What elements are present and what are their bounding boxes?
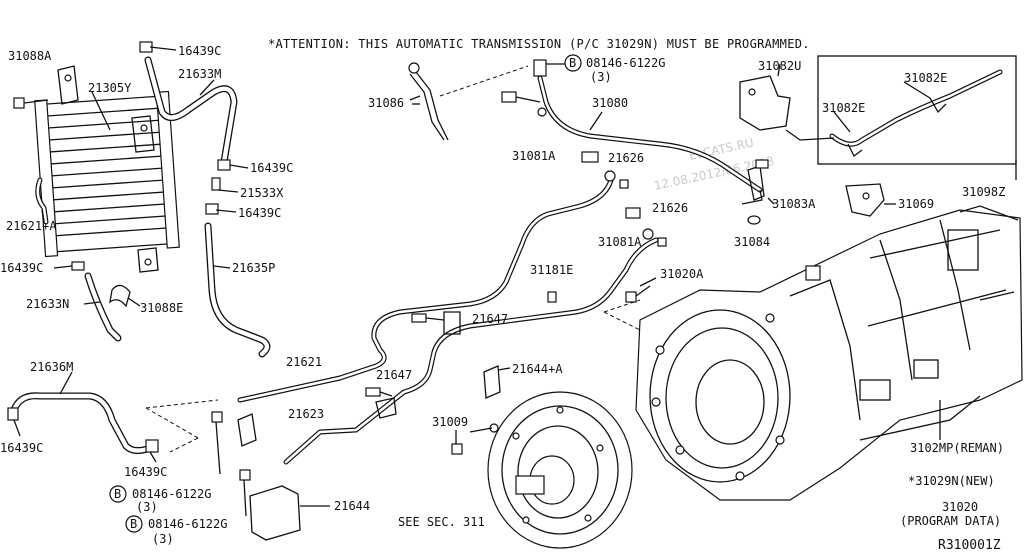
label-bolt-1-qty: (3) [590,70,612,84]
label-21623: 21623 [288,407,324,421]
circle-b-icon-2 [109,485,127,503]
label-31009: 31009 [432,415,468,429]
label-31082e-2: 31082E [822,101,865,115]
bracket-21644a [483,365,511,399]
transmission-assembly [635,205,1023,501]
label-3102mp: 3102MP(REMAN) [910,441,1004,455]
label-16439c-bm: 16439C [124,465,167,479]
label-31088e: 31088E [140,301,183,315]
label-31020-note: (PROGRAM DATA) [900,514,1001,528]
label-31082u: 31082U [758,59,801,73]
attention-note: *ATTENTION: THIS AUTOMATIC TRANSMISSION … [268,37,810,51]
label-16439c-mid2: 16439C [238,206,281,220]
hose-21635p [204,222,271,358]
circle-b-3-letter: B [130,517,137,531]
label-21644a: 21644+A [512,362,563,376]
circle-b-2-letter: B [114,487,121,501]
oil-cooler-21305y [34,65,180,273]
bracket-31069 [845,183,896,217]
label-31084: 31084 [734,235,770,249]
label-21633n: 21633N [26,297,69,311]
label-bolt-3-pn: 08146-6122G [148,517,227,531]
bolts-08146 [211,411,463,517]
label-31020: 31020 [942,500,978,514]
label-31080: 31080 [592,96,628,110]
label-31081a-2: 31081A [598,235,642,249]
label-21626-2: 21626 [652,201,688,215]
label-31088a: 31088A [8,49,52,63]
label-31083a: 31083A [772,197,816,211]
label-31086: 31086 [368,96,404,110]
label-31098z: 31098Z [962,185,1005,199]
bracket-31082u [739,63,791,131]
circle-b-icon-1 [564,54,582,72]
tube-31082u-link [741,129,835,205]
label-16439c-top: 16439C [178,44,221,58]
label-21647-1: 21647 [472,312,508,326]
label-31069: 31069 [898,197,934,211]
label-21305y: 21305Y [88,81,132,95]
label-16439c-left: 16439C [0,261,43,275]
label-21647-2: 21647 [376,368,412,382]
label-bolt-1-pn: 08146-6122G [586,56,665,70]
tube-fittings [547,151,667,303]
dipstick-31086 [408,62,529,141]
label-21621a: 21621+A [6,219,57,233]
label-21633m: 21633M [178,67,221,81]
tube-31080-fittings [501,59,603,131]
bolt-31020a [625,277,657,303]
inset-box-31098z [817,55,1017,180]
label-21626-1: 21626 [608,151,644,165]
label-bolt-2-pn: 08146-6122G [132,487,211,501]
label-bolt-3-qty: (3) [152,532,174,546]
label-31082e-1: 31082E [904,71,947,85]
bracket-31088e [109,284,131,308]
diagram-code: R310001Z [938,538,1001,553]
filler-cap-31083a [747,159,775,225]
label-31181e: 31181E [530,263,573,277]
leader-lines-left [13,46,249,463]
bracket-21644 [237,413,330,541]
label-bolt-2-qty: (3) [136,500,158,514]
label-16439c-mid: 16439C [250,161,293,175]
clip-21647 [365,311,461,419]
label-21636m: 21636M [30,360,73,374]
label-31081a-1: 31081A [512,149,556,163]
bolt-31088a [13,97,49,109]
circle-b-icon-3 [125,515,143,533]
label-31020a: 31020A [660,267,704,281]
label-21533x: 21533X [240,186,284,200]
label-21635p: 21635P [232,261,275,275]
label-21644: 21644 [334,499,370,513]
label-21621: 21621 [286,355,322,369]
label-see-sec-311: SEE SEC. 311 [398,515,485,529]
label-31029n: *31029N(NEW) [908,474,995,488]
torque-converter [469,391,633,549]
label-16439c-bl: 16439C [0,441,43,455]
circle-b-1-letter: B [569,56,576,70]
